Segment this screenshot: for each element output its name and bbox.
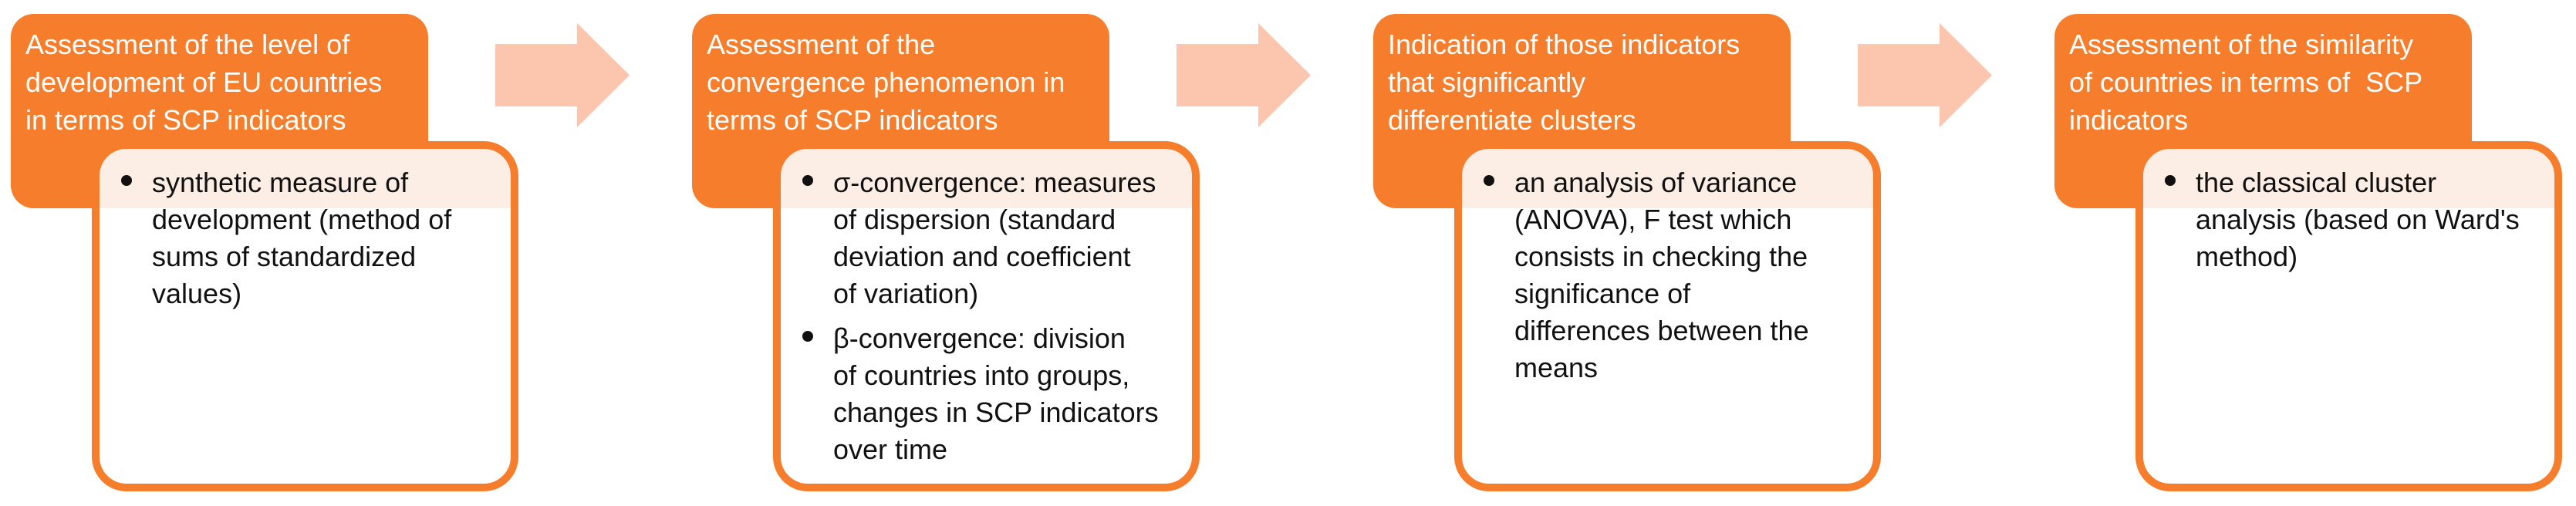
step-title: Indication of those indicators that sign…	[1388, 29, 1740, 136]
bullet-text: the classical cluster analysis (based on…	[2196, 167, 2520, 272]
step-1: Assessment of the level of development o…	[0, 0, 617, 506]
bullet-list: an analysis of variance (ANOVA), F test …	[1462, 149, 1873, 386]
list-item: β-convergence: division of countries int…	[802, 320, 1183, 468]
step-title: Assessment of the convergence phenomenon…	[707, 29, 1065, 136]
bullet-list: the classical cluster analysis (based on…	[2143, 149, 2554, 275]
bullet-text: synthetic measure of development (method…	[152, 167, 452, 309]
arrow-right-icon	[1858, 23, 1992, 127]
step-2: Assessment of the convergence phenomenon…	[681, 0, 1298, 506]
step-body: synthetic measure of development (method…	[92, 141, 518, 491]
step-3: Indication of those indicators that sign…	[1362, 0, 1980, 506]
list-item: an analysis of variance (ANOVA), F test …	[1484, 164, 1864, 386]
arrow-right-icon	[495, 23, 630, 127]
bullet-list: synthetic measure of development (method…	[100, 149, 511, 312]
bullet-marker	[802, 331, 813, 342]
list-item: σ-convergence: measures of dispersion (s…	[802, 164, 1183, 312]
step-body: σ-convergence: measures of dispersion (s…	[773, 141, 1200, 491]
step-title: Assessment of the similarity of countrie…	[2069, 29, 2423, 136]
step-header: Assessment of the level of development o…	[11, 14, 428, 208]
list-item: synthetic measure of development (method…	[121, 164, 501, 312]
step-body: the classical cluster analysis (based on…	[2135, 141, 2562, 491]
step-title: Assessment of the level of development o…	[25, 29, 383, 136]
bullet-text: σ-convergence: measures of dispersion (s…	[833, 167, 1156, 309]
bullet-marker	[121, 175, 132, 186]
bullet-text: an analysis of variance (ANOVA), F test …	[1514, 167, 1809, 383]
step-body: an analysis of variance (ANOVA), F test …	[1454, 141, 1881, 491]
bullet-marker	[1484, 175, 1494, 186]
list-item: the classical cluster analysis (based on…	[2165, 164, 2545, 275]
bullet-list: σ-convergence: measures of dispersion (s…	[781, 149, 1192, 468]
bullet-marker	[802, 175, 813, 186]
bullet-text: β-convergence: division of countries int…	[833, 322, 1159, 465]
bullet-marker	[2165, 175, 2176, 186]
arrow-right-icon	[1177, 23, 1311, 127]
step-4: Assessment of the similarity of countrie…	[2044, 0, 2576, 506]
